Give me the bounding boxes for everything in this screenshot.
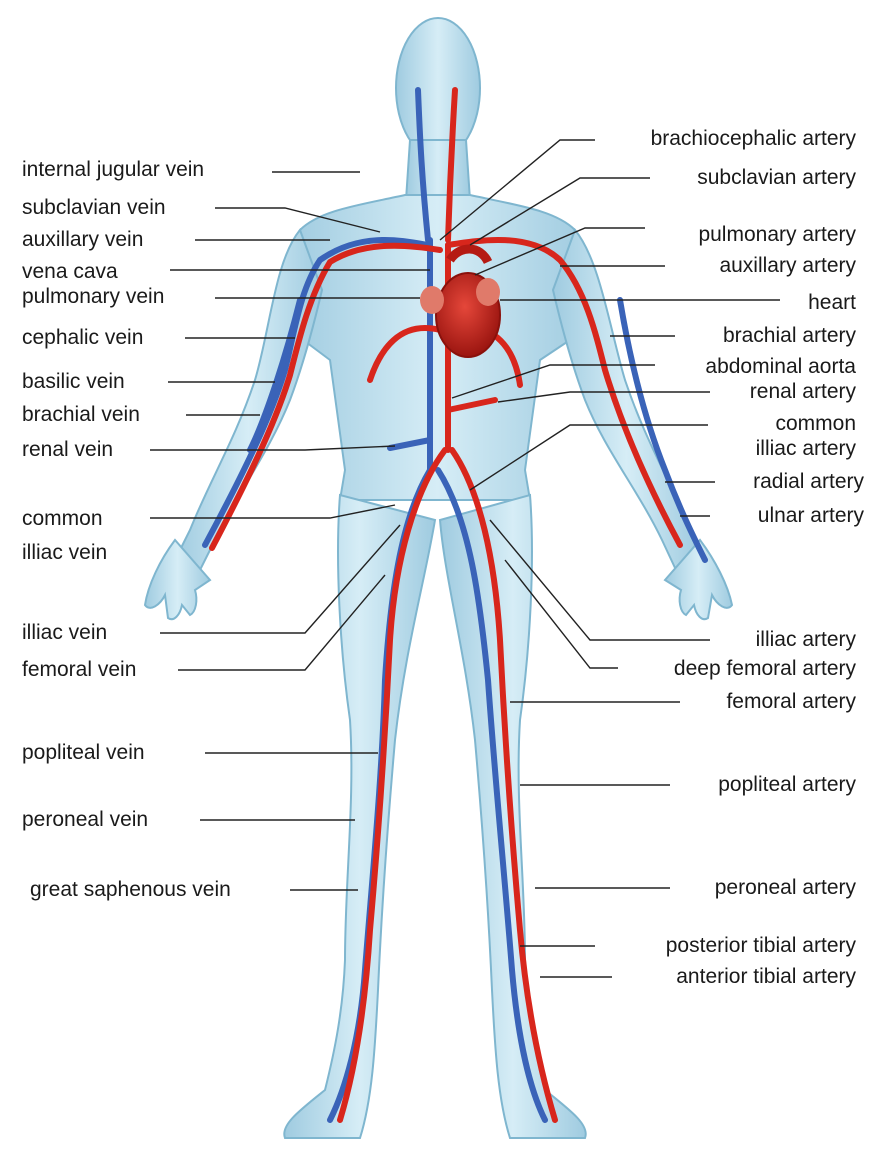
label-renal-artery: renal artery	[750, 380, 856, 404]
label-radial-artery: radial artery	[753, 470, 864, 494]
label-peroneal-vein: peroneal vein	[22, 808, 148, 832]
label-posterior-tibial-artery: posterior tibial artery	[666, 934, 856, 958]
label-pulmonary-vein: pulmonary vein	[22, 285, 164, 309]
label-common-illiac-artery-line2: illiac artery	[756, 437, 856, 461]
neck	[406, 140, 470, 200]
right-arm	[175, 230, 322, 570]
label-brachial-artery: brachial artery	[723, 324, 856, 348]
label-basilic-vein: basilic vein	[22, 370, 125, 394]
label-abdominal-aorta: abdominal aorta	[705, 355, 856, 379]
label-auxillary-vein: auxillary vein	[22, 228, 143, 252]
head	[396, 18, 480, 158]
label-great-saphenous-vein: great saphenous vein	[30, 878, 231, 902]
label-subclavian-vein: subclavian vein	[22, 196, 166, 220]
label-common-illiac-artery-line1: common	[775, 412, 856, 436]
label-cephalic-vein: cephalic vein	[22, 326, 143, 350]
label-common-illiac-vein-line2: illiac vein	[22, 541, 107, 565]
label-vena-cava: vena cava	[22, 260, 118, 284]
label-illiac-vein: illiac vein	[22, 621, 107, 645]
label-auxillary-artery: auxillary artery	[719, 254, 856, 278]
label-anterior-tibial-artery: anterior tibial artery	[676, 965, 856, 989]
label-common-illiac-vein-line1: common	[22, 507, 103, 531]
label-illiac-artery: illiac artery	[756, 628, 856, 652]
label-femoral-artery: femoral artery	[726, 690, 856, 714]
label-femoral-vein: femoral vein	[22, 658, 136, 682]
label-ulnar-artery: ulnar artery	[758, 504, 864, 528]
label-pulmonary-artery: pulmonary artery	[698, 223, 856, 247]
label-peroneal-artery: peroneal artery	[715, 876, 856, 900]
body-silhouette	[145, 18, 732, 1138]
label-brachiocephalic-artery: brachiocephalic artery	[651, 127, 856, 151]
label-brachial-vein: brachial vein	[22, 403, 140, 427]
label-heart: heart	[808, 291, 856, 315]
arteries	[212, 90, 680, 1120]
label-popliteal-artery: popliteal artery	[718, 773, 856, 797]
label-deep-femoral-artery: deep femoral artery	[674, 657, 856, 681]
torso	[287, 195, 588, 500]
label-popliteal-vein: popliteal vein	[22, 741, 145, 765]
label-renal-vein: renal vein	[22, 438, 113, 462]
label-subclavian-artery: subclavian artery	[697, 166, 856, 190]
label-internal-jugular-vein: internal jugular vein	[22, 158, 204, 182]
